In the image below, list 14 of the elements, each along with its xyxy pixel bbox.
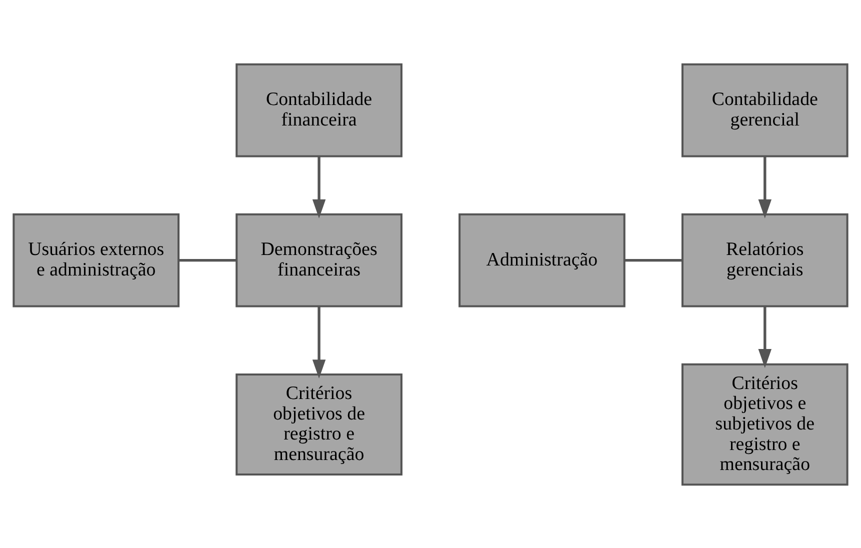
- node-box: Demonstrações financeiras: [236, 212, 402, 307]
- arrow: [758, 306, 772, 368]
- node-box: Administração: [458, 212, 626, 307]
- connector: [178, 258, 236, 262]
- node-box: Contabilidade financeira: [236, 62, 402, 157]
- node-box: Relatórios gerenciais: [681, 212, 848, 307]
- arrow: [758, 156, 772, 218]
- arrow: [312, 156, 326, 218]
- arrow: [312, 306, 326, 378]
- node-box: Usuários externos e administração: [12, 212, 180, 307]
- node-box: Contabilidade gerencial: [681, 62, 848, 157]
- node-box: Critérios objetivos de registro e mensuração: [236, 372, 402, 475]
- connector: [624, 258, 682, 262]
- node-box: Critérios objetivos e subjetivos de registro e mensuração: [681, 362, 848, 486]
